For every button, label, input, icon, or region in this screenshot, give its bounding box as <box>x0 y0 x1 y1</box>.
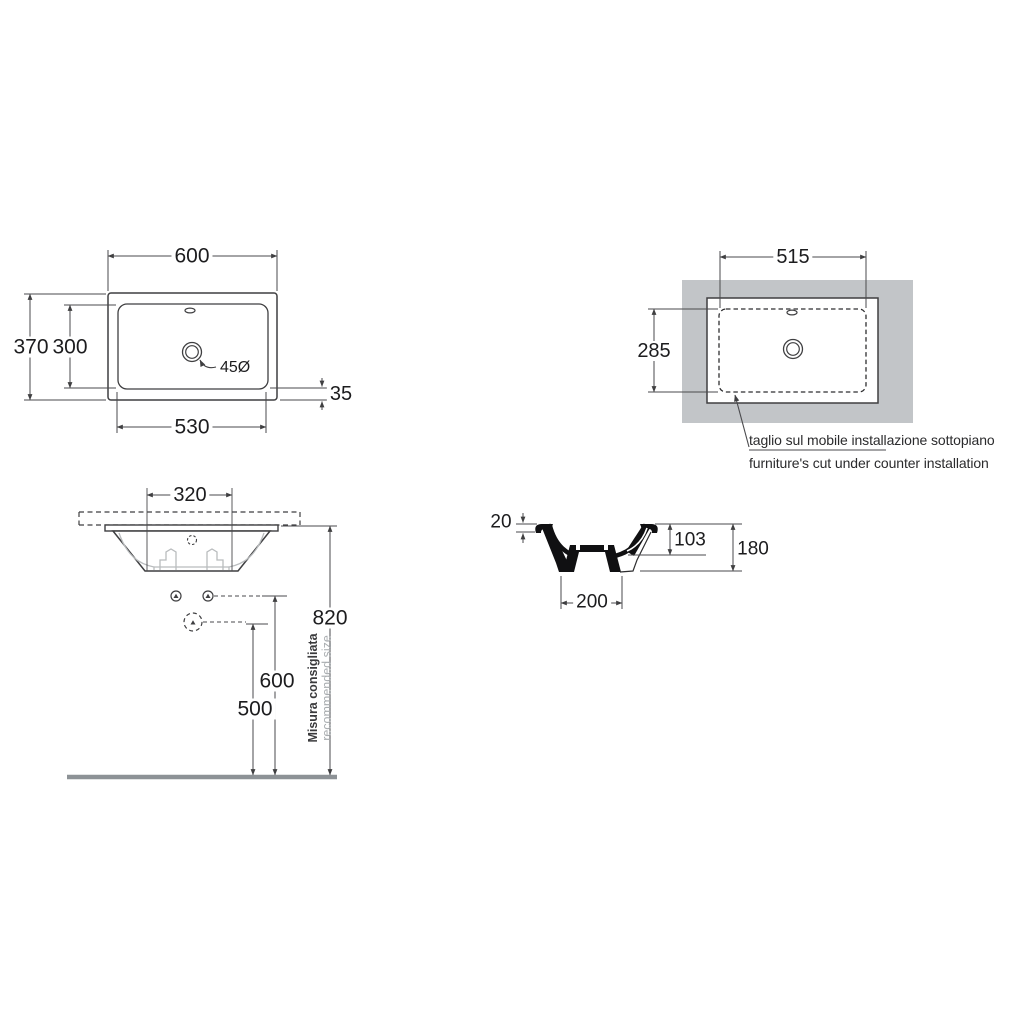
bowl-outline <box>111 530 272 572</box>
dim-label-rim-thickness: 20 <box>487 512 515 532</box>
overflow-hole-dashed <box>186 534 198 546</box>
dim-label-top-depth: 370 <box>10 336 52 358</box>
dim-label-cut-width: 515 <box>773 247 813 267</box>
dim-label-drain-diameter: 45Ø <box>217 360 254 376</box>
dim-label-total-depth: 180 <box>734 539 772 559</box>
bowl-curve-right <box>609 523 647 560</box>
dim-label-trap-height: 500 <box>234 698 276 720</box>
overflow-hole <box>786 309 798 316</box>
siphon-outlet-mark <box>190 620 196 625</box>
siphon-outlet-dashed <box>183 612 203 632</box>
bowl-inner-profile <box>118 532 265 570</box>
overflow-channel <box>626 527 648 552</box>
top-view <box>107 292 278 401</box>
dim-label-tap-centres: 320 <box>170 485 210 505</box>
drain-hole-inner <box>786 342 800 356</box>
cutout-caption-english: furniture's cut under counter installati… <box>749 455 989 471</box>
drain-boss-notch-left <box>576 545 580 550</box>
basin-bowl-outline <box>117 303 269 390</box>
note-recommended-size-italian: Misura consigliata <box>305 633 320 743</box>
dim-label-base-width: 200 <box>573 592 611 612</box>
caption-leader-line <box>734 394 750 448</box>
dim-label-bowl-inner-depth: 103 <box>671 530 709 550</box>
drain-boss-cavity <box>574 552 610 572</box>
fixing-hole-left-mark <box>173 593 179 598</box>
dim-label-top-width: 600 <box>171 245 213 267</box>
cutout-view <box>682 280 913 451</box>
note-recommended-size-english: recommended size <box>319 635 334 741</box>
dim-label-fixing-height: 600 <box>256 670 298 692</box>
dim-label-cut-depth: 285 <box>634 341 674 361</box>
overflow-hole <box>184 307 196 314</box>
dim-label-rim-height: 820 <box>309 607 351 629</box>
dim-label-rim-offset: 35 <box>326 384 356 404</box>
front-view <box>67 511 337 780</box>
fixing-hole-left <box>170 590 182 602</box>
drain-hole-outer <box>181 341 203 363</box>
drain-leader-line <box>199 359 217 369</box>
basin-outer-outline <box>107 292 278 401</box>
fixing-hole-right-mark <box>205 593 211 598</box>
drain-boss-notch-right <box>604 545 608 550</box>
dim-label-bowl-depth: 300 <box>49 336 91 358</box>
wall-right-outer-line <box>619 531 652 573</box>
basin-rim <box>104 524 279 532</box>
section-view <box>535 523 658 573</box>
wall-left <box>542 528 571 572</box>
counter-dashed-outline <box>78 511 301 526</box>
cutout-caption-italian: taglio sul mobile installazione sottopia… <box>749 432 995 448</box>
dim-label-bowl-width: 530 <box>171 416 213 438</box>
fixing-hole-right <box>202 590 214 602</box>
drain-hole-inner <box>185 345 199 359</box>
section-view-dimensions <box>516 513 742 609</box>
